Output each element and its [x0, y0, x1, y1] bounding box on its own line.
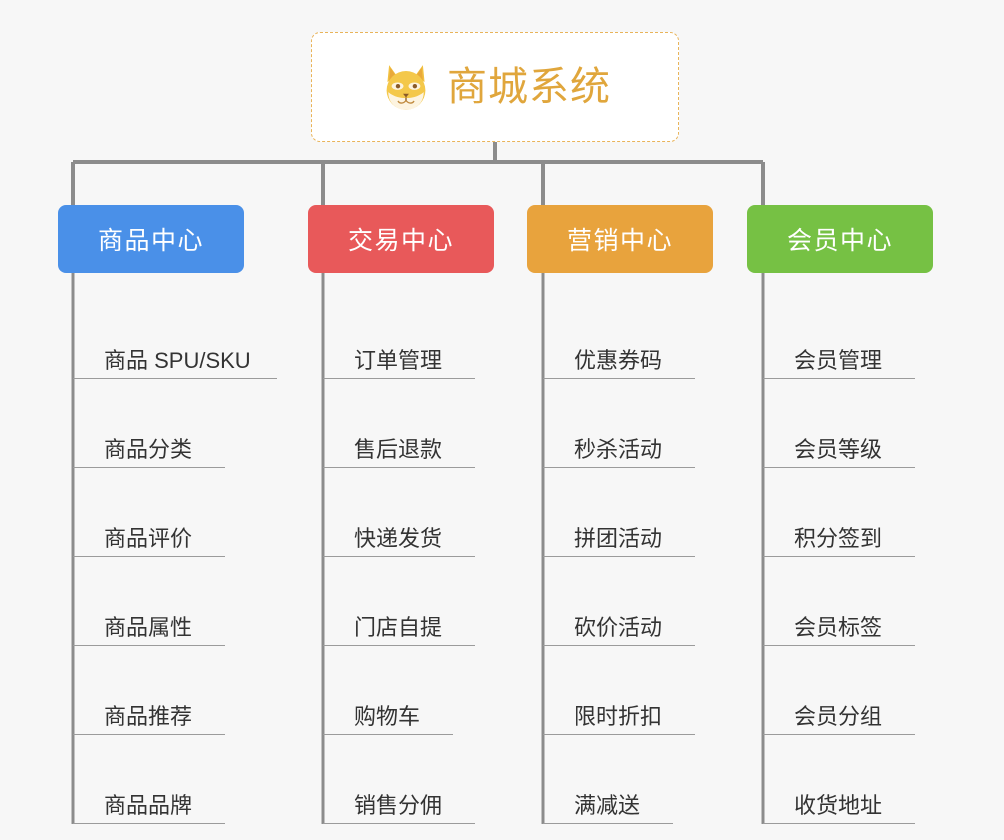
leaf-item-label: 商品 SPU/SKU: [104, 347, 251, 373]
leaf-underline: [323, 378, 475, 379]
leaf-item-label: 砍价活动: [574, 614, 663, 640]
leaf-item[interactable]: 拼团活动: [543, 468, 695, 557]
leaf-item-label: 优惠券码: [574, 347, 663, 373]
category-label: 营销中心: [566, 227, 673, 255]
leaf-item[interactable]: 会员标签: [763, 557, 915, 646]
leaf-item-label: 限时折扣: [574, 703, 663, 729]
leaf-item-label: 购物车: [354, 703, 421, 729]
leaf-item-label: 拼团活动: [574, 525, 663, 551]
leaf-item-label: 会员分组: [794, 703, 883, 729]
category-box-marketing-center[interactable]: 营销中心: [527, 205, 713, 273]
leaf-underline: [73, 823, 225, 824]
root-node[interactable]: 商城系统: [311, 32, 679, 142]
leaf-column-trade-center: 订单管理售后退款快递发货门店自提购物车销售分佣: [323, 290, 475, 824]
leaf-underline: [73, 378, 277, 379]
leaf-item-label: 订单管理: [354, 347, 443, 373]
leaf-item-label: 商品品牌: [104, 792, 193, 818]
leaf-underline: [323, 734, 453, 735]
leaf-underline: [543, 823, 673, 824]
leaf-item-label: 会员管理: [794, 347, 883, 373]
leaf-item[interactable]: 商品推荐: [73, 646, 251, 735]
leaf-item[interactable]: 快递发货: [323, 468, 475, 557]
category-box-product-center[interactable]: 商品中心: [58, 205, 244, 273]
leaf-underline: [73, 734, 225, 735]
leaf-item-label: 收货地址: [794, 792, 883, 818]
leaf-underline: [323, 467, 475, 468]
leaf-underline: [323, 556, 475, 557]
leaf-item[interactable]: 收货地址: [763, 735, 915, 824]
leaf-item-label: 满减送: [574, 792, 641, 818]
leaf-item-label: 会员标签: [794, 614, 883, 640]
leaf-underline: [763, 467, 915, 468]
root-title: 商城系统: [447, 65, 611, 109]
leaf-underline: [543, 556, 695, 557]
category-label: 会员中心: [786, 227, 893, 255]
leaf-underline: [543, 378, 695, 379]
category-label: 商品中心: [97, 227, 204, 255]
leaf-item[interactable]: 商品分类: [73, 379, 251, 468]
leaf-item-label: 商品评价: [104, 525, 193, 551]
leaf-underline: [73, 645, 225, 646]
leaf-item[interactable]: 会员分组: [763, 646, 915, 735]
shiba-dog-face-icon: [386, 65, 426, 111]
category-box-trade-center[interactable]: 交易中心: [308, 205, 494, 273]
leaf-item[interactable]: 满减送: [543, 735, 673, 824]
leaf-item[interactable]: 会员管理: [763, 290, 915, 379]
leaf-item[interactable]: 砍价活动: [543, 557, 695, 646]
leaf-item[interactable]: 限时折扣: [543, 646, 695, 735]
leaf-underline: [323, 823, 475, 824]
leaf-underline: [73, 467, 225, 468]
leaf-item-label: 商品推荐: [104, 703, 193, 729]
leaf-item-label: 售后退款: [354, 436, 443, 462]
leaf-item[interactable]: 购物车: [323, 646, 453, 735]
leaf-item-label: 销售分佣: [354, 792, 443, 818]
leaf-item-label: 会员等级: [794, 436, 883, 462]
leaf-item[interactable]: 订单管理: [323, 290, 475, 379]
leaf-item[interactable]: 商品 SPU/SKU: [73, 290, 277, 379]
leaf-underline: [763, 556, 915, 557]
leaf-underline: [323, 645, 475, 646]
leaf-item[interactable]: 销售分佣: [323, 735, 475, 824]
leaf-item[interactable]: 门店自提: [323, 557, 475, 646]
leaf-item[interactable]: 积分签到: [763, 468, 915, 557]
leaf-item-label: 积分签到: [794, 525, 883, 551]
leaf-item[interactable]: 商品属性: [73, 557, 251, 646]
leaf-item-label: 快递发货: [354, 525, 443, 551]
leaf-item[interactable]: 商品品牌: [73, 735, 251, 824]
leaf-item[interactable]: 优惠券码: [543, 290, 695, 379]
leaf-underline: [73, 556, 225, 557]
leaf-item-label: 秒杀活动: [574, 436, 663, 462]
leaf-item-label: 门店自提: [354, 614, 443, 640]
leaf-column-marketing-center: 优惠券码秒杀活动拼团活动砍价活动限时折扣满减送: [543, 290, 695, 824]
leaf-underline: [763, 734, 915, 735]
leaf-item-label: 商品分类: [104, 436, 193, 462]
leaf-item[interactable]: 售后退款: [323, 379, 475, 468]
leaf-underline: [763, 378, 915, 379]
leaf-underline: [763, 645, 915, 646]
category-box-member-center[interactable]: 会员中心: [747, 205, 933, 273]
leaf-item-label: 商品属性: [104, 614, 193, 640]
leaf-underline: [543, 734, 695, 735]
leaf-column-product-center: 商品 SPU/SKU 商品分类商品评价商品属性商品推荐商品品牌: [73, 290, 277, 824]
leaf-underline: [763, 823, 915, 824]
category-label: 交易中心: [347, 227, 454, 255]
leaf-column-member-center: 会员管理会员等级积分签到会员标签会员分组收货地址: [763, 290, 915, 824]
leaf-underline: [543, 467, 695, 468]
leaf-underline: [543, 645, 695, 646]
leaf-item[interactable]: 商品评价: [73, 468, 251, 557]
leaf-item[interactable]: 秒杀活动: [543, 379, 695, 468]
leaf-item[interactable]: 会员等级: [763, 379, 915, 468]
